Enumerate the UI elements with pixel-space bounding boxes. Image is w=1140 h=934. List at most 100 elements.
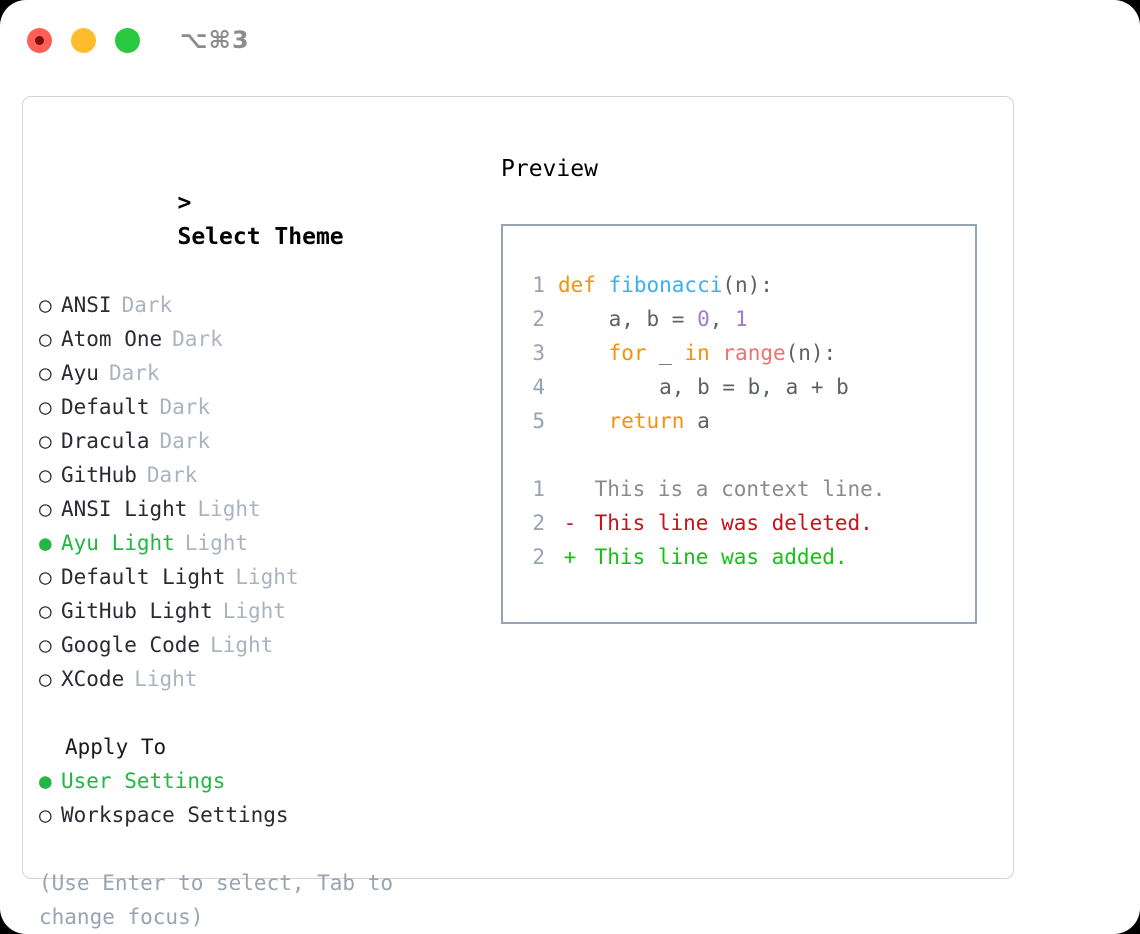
close-button[interactable] [27, 27, 52, 53]
theme-variant-badge: Light [134, 667, 198, 691]
theme-option-ansi-light[interactable]: ○ ANSI Light Light [39, 492, 479, 526]
theme-variant-badge: Dark [159, 395, 211, 419]
code-text: for _ in range(n): [558, 336, 837, 370]
theme-variant-badge: Dark [172, 327, 223, 351]
theme-option-name: Ayu Light [61, 531, 175, 555]
keyboard-hint-text: (Use Enter to select, Tab to change focu… [39, 871, 406, 929]
radio-unselected-icon: ○ [39, 429, 52, 453]
theme-variant-badge: Light [222, 599, 286, 623]
theme-option-name: ANSI Light [61, 497, 188, 521]
line-number: 4 [532, 375, 545, 399]
apply-to-options: ●User Settings○Workspace Settings [39, 764, 479, 832]
keyboard-shortcut-label: ⌥⌘3 [180, 26, 250, 54]
diff-text: This line was added. [582, 545, 848, 569]
line-number: 2 [532, 545, 545, 569]
apply-to-title: Apply To [65, 735, 167, 759]
radio-unselected-icon: ○ [39, 565, 52, 589]
line-number: 2 [532, 511, 545, 535]
code-token-plain: a, b = [558, 307, 698, 331]
code-token-plain: , [709, 307, 736, 331]
diff-line-add: 2+ This line was added. [519, 540, 885, 574]
code-token-plain: a, b = b, a + b [558, 375, 849, 399]
theme-variant-badge: Dark [146, 463, 198, 487]
preview-title: Preview [501, 156, 598, 182]
theme-option-name: Default Light [61, 565, 226, 589]
theme-option-default[interactable]: ○ Default Dark [39, 390, 479, 424]
code-line: 4 a, b = b, a + b [519, 370, 885, 404]
code-token-kw: in [684, 341, 710, 365]
code-line: 2 a, b = 0, 1 [519, 302, 885, 336]
theme-variant-badge: Light [210, 633, 274, 657]
theme-option-name: Dracula [61, 429, 150, 453]
theme-option-xcode[interactable]: ○ XCode Light [39, 662, 479, 696]
apply-to-option-user-settings[interactable]: ●User Settings [39, 764, 479, 798]
apply-to-option-label: Workspace Settings [61, 803, 289, 827]
code-token-kw: return [558, 409, 685, 433]
section-title: Select Theme [177, 224, 344, 250]
code-token-kw: def [558, 273, 609, 297]
section-header-select-theme: > Select Theme [39, 152, 479, 288]
diff-text: This line was deleted. [582, 511, 873, 535]
title-bar: ⌥⌘3 [0, 0, 1140, 80]
theme-variant-badge: Light [235, 565, 299, 589]
radio-unselected-icon: ○ [39, 395, 52, 419]
theme-variant-badge: Light [197, 497, 261, 521]
theme-option-name: Default [61, 395, 150, 419]
code-token-num: 0 [697, 307, 710, 331]
theme-option-name: XCode [61, 667, 125, 691]
radio-unselected-icon: ○ [39, 293, 52, 317]
radio-unselected-icon: ○ [39, 667, 52, 691]
apply-to-section: Apply To ●User Settings○Workspace Settin… [39, 730, 479, 832]
theme-option-default-light[interactable]: ○ Default Light Light [39, 560, 479, 594]
diff-sample: 1 This is a context line.2- This line wa… [519, 472, 885, 574]
minimize-button[interactable] [71, 27, 96, 53]
diff-line-ctx: 1 This is a context line. [519, 472, 885, 506]
code-token-plain: _ [646, 341, 685, 365]
line-number: 1 [532, 273, 545, 297]
code-token-plain: (n): [722, 273, 773, 297]
theme-option-name: Atom One [61, 327, 163, 351]
line-number: 3 [532, 341, 545, 365]
radio-unselected-icon: ○ [39, 599, 52, 623]
code-token-plain: a [684, 409, 710, 433]
radio-unselected-icon: ○ [39, 361, 52, 385]
diff-marker: - [563, 511, 577, 535]
code-spacer [519, 438, 885, 472]
theme-variant-badge: Dark [159, 429, 211, 453]
theme-option-dracula[interactable]: ○ Dracula Dark [39, 424, 479, 458]
line-number: 5 [532, 409, 545, 433]
code-token-num: 1 [735, 307, 748, 331]
radio-unselected-icon: ○ [39, 497, 52, 521]
code-line: 3 for _ in range(n): [519, 336, 885, 370]
code-token-kw: for [558, 341, 647, 365]
code-token-plain: (n): [785, 341, 837, 365]
traffic-light-group [27, 27, 140, 53]
maximize-button[interactable] [115, 27, 140, 53]
code-text: return a [558, 404, 710, 438]
diff-line-del: 2- This line was deleted. [519, 506, 885, 540]
theme-option-name: ANSI [61, 293, 112, 317]
apply-to-option-workspace-settings[interactable]: ○Workspace Settings [39, 798, 479, 832]
theme-variant-badge: Dark [108, 361, 160, 385]
theme-option-name: GitHub [61, 463, 137, 487]
apply-to-option-label: User Settings [61, 769, 226, 793]
code-text: a, b = 0, 1 [558, 302, 748, 336]
prompt-caret: > [177, 190, 192, 216]
line-number: 1 [532, 477, 545, 501]
